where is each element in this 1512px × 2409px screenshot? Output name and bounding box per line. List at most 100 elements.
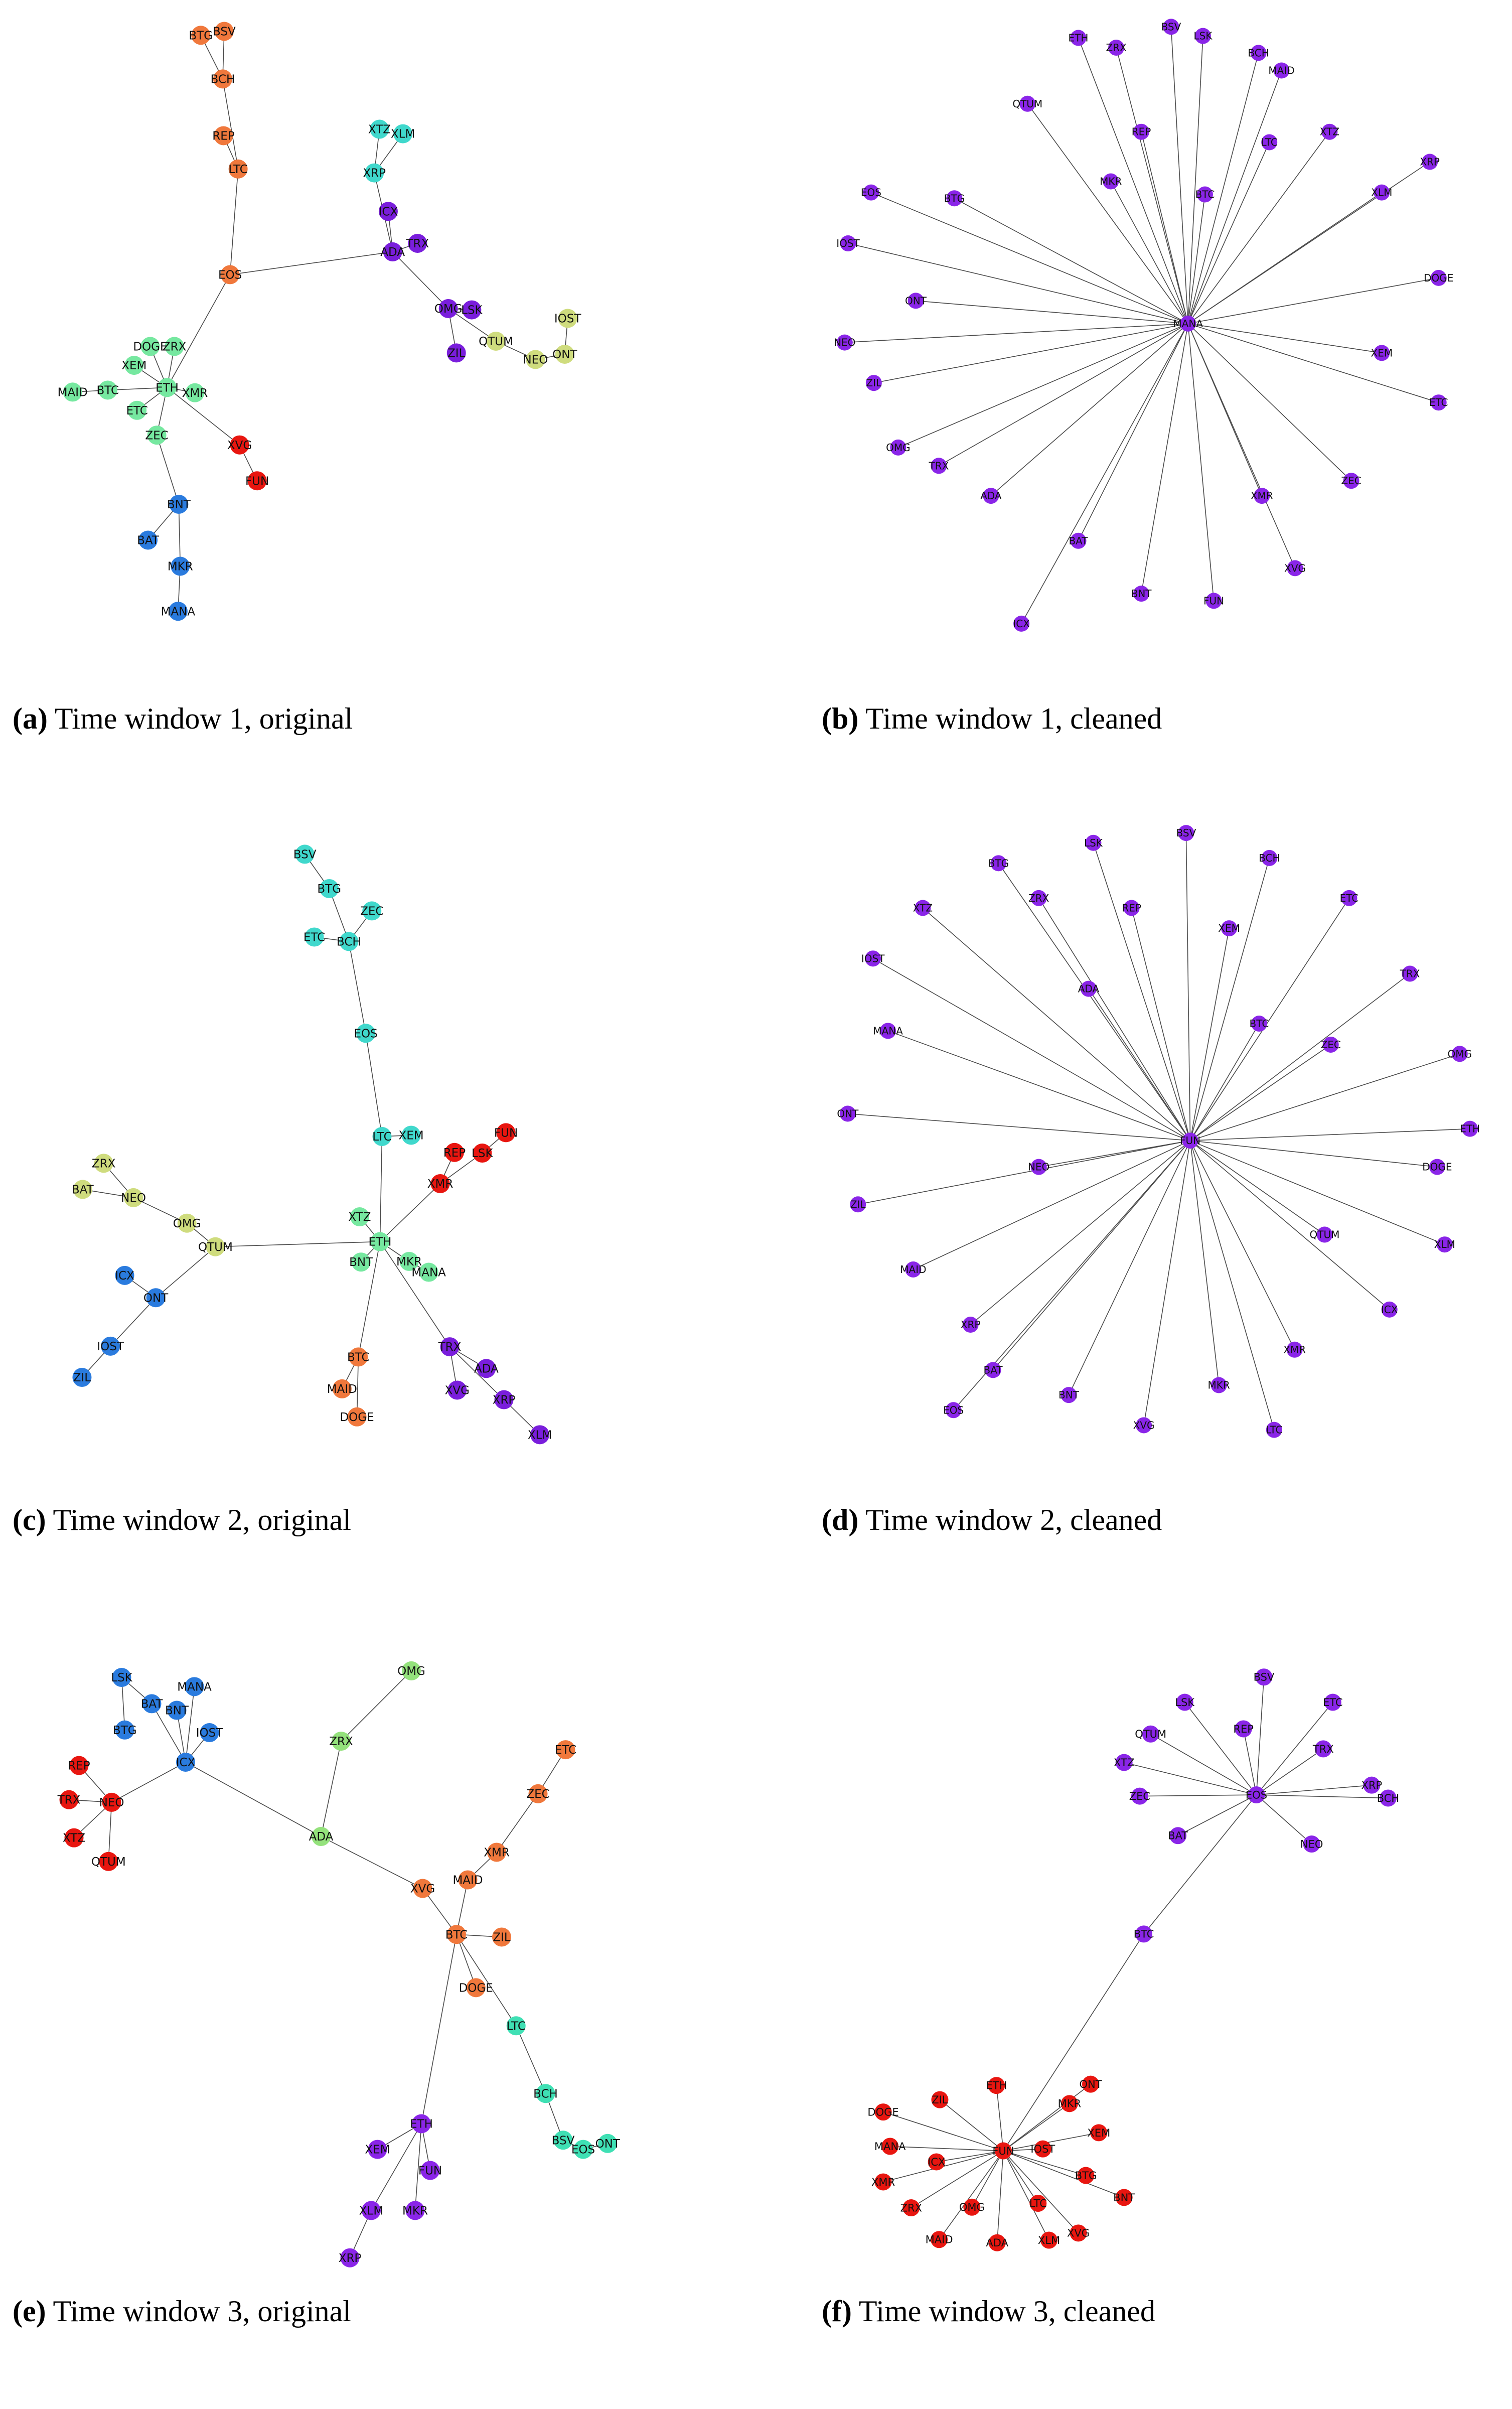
node-b-FUN [1205, 593, 1222, 609]
edge-FUN-REP [1131, 908, 1191, 1141]
edge-MANA-BTG [954, 198, 1188, 324]
node-label-b-LTC: LTC [1261, 136, 1277, 149]
node-label-e-FUN: FUN [418, 2165, 442, 2178]
node-label-f-LSK: LSK [1175, 1696, 1195, 1709]
edge-MANA-BCH [1187, 53, 1259, 324]
node-label-b-REP: REP [1132, 126, 1151, 138]
node-label-f-BCH: BCH [1377, 1792, 1400, 1804]
node-a-XMR [185, 383, 205, 402]
node-f-BAT [1169, 1827, 1187, 1845]
node-a-BTG [191, 26, 211, 45]
edge-FUN-MAID [939, 2151, 1004, 2240]
node-c-BAT [73, 1180, 92, 1199]
node-label-e-XRP: XRP [339, 2252, 362, 2265]
edge-MANA-DOGE [1188, 277, 1439, 324]
node-c-XVG [447, 1380, 467, 1400]
caption-e-text: Time window 3, original [46, 2295, 351, 2328]
node-f-IOST [1034, 2140, 1051, 2158]
node-f-ETH [988, 2077, 1005, 2094]
edge-FUN-XMR [1189, 1140, 1295, 1350]
node-a-ICX [378, 202, 398, 221]
node-label-c-MAID: MAID [327, 1383, 357, 1396]
node-label-d-TRX: TRX [1400, 967, 1420, 979]
node-d-BNT [1061, 1387, 1077, 1403]
node-b-TRX [931, 458, 947, 474]
node-label-c-IOST: IOST [97, 1340, 124, 1353]
node-c-XTZ [350, 1207, 369, 1227]
node-f-DOGE [874, 2103, 892, 2121]
node-label-f-EOS: EOS [1246, 1789, 1267, 1801]
edge-EOS-ADA [230, 251, 393, 275]
node-label-b-BTG: BTG [944, 192, 965, 204]
node-label-b-BSV: BSV [1161, 21, 1181, 33]
node-label-a-QTUM: QTUM [479, 335, 513, 348]
node-label-a-OMG: OMG [434, 303, 463, 316]
node-label-a-BCH: BCH [211, 73, 235, 86]
node-f-ETC [1324, 1693, 1341, 1711]
edge-MANA-ZRX [1116, 47, 1188, 324]
caption-e-label: (e) [13, 2295, 46, 2328]
edge-FUN-ADA [1088, 988, 1191, 1141]
node-d-ONT [839, 1105, 856, 1122]
node-label-c-BTG: BTG [317, 883, 341, 896]
edge-ETH-TRX [379, 1241, 450, 1347]
node-e-ZEC [528, 1784, 548, 1803]
node-label-f-NEO: NEO [1300, 1838, 1323, 1850]
node-e-BSV [553, 2131, 573, 2150]
node-a-ETC [127, 400, 147, 420]
node-a-QTUM [486, 332, 506, 351]
graph-b: MANAQTUMZRXLSKMAIDBTGMKRBTCETHBSVBCHREPL… [834, 19, 1453, 632]
node-label-e-TRX: TRX [57, 1794, 81, 1807]
edge-ETH-MKR [414, 2123, 422, 2211]
node-label-e-ZRX: ZRX [329, 1735, 353, 1748]
node-f-QTUM [1142, 1725, 1159, 1743]
node-label-c-BSV: BSV [293, 848, 317, 861]
edge-ADA-OMG [392, 251, 449, 309]
node-e-ADA [312, 1827, 331, 1847]
node-d-ZIL [850, 1196, 866, 1213]
edge-MANA-ICX [185, 1686, 195, 1763]
node-label-a-LTC: LTC [228, 163, 247, 176]
node-label-e-EOS: EOS [571, 2144, 595, 2157]
node-label-f-DOGE: DOGE [867, 2106, 898, 2118]
node-label-c-BNT: BNT [349, 1256, 373, 1269]
node-label-a-LSK: LSK [461, 304, 483, 317]
node-e-XEM [368, 2140, 387, 2159]
node-b-DOGE [1430, 269, 1447, 286]
node-f-EOS [1248, 1786, 1265, 1804]
node-label-d-REP: REP [1122, 902, 1141, 914]
edge-MANA-ADA [990, 323, 1188, 496]
edge-MANA-XRP [1187, 161, 1430, 324]
node-d-BSV [1178, 825, 1194, 841]
node-f-LSK [1176, 1693, 1193, 1711]
node-f-ZIL [931, 2091, 949, 2108]
node-label-d-MAID: MAID [900, 1263, 926, 1276]
node-e-QTUM [99, 1852, 118, 1871]
edge-FUN-XTZ [922, 907, 1191, 1141]
node-a-XEM [124, 356, 144, 375]
node-f-BSV [1255, 1668, 1273, 1686]
edge-QTUM-ONT [156, 1246, 216, 1298]
node-label-b-QTUM: QTUM [1012, 98, 1042, 110]
edge-FUN-OMG [971, 2151, 1004, 2208]
node-label-b-ICX: ICX [1013, 618, 1030, 630]
node-label-a-XEM: XEM [121, 359, 146, 372]
node-label-c-FUN: FUN [494, 1126, 518, 1140]
node-label-e-REP: REP [68, 1760, 90, 1773]
edge-FUN-XLM [1190, 1140, 1445, 1245]
node-e-ETH [412, 2114, 431, 2134]
node-d-QTUM [1316, 1226, 1333, 1243]
edge-MANA-BTC [1187, 194, 1205, 324]
node-label-d-ZRX: ZRX [1028, 892, 1049, 904]
node-label-a-XRP: XRP [363, 167, 386, 180]
node-label-f-OMG: OMG [959, 2201, 985, 2213]
node-f-ADA [988, 2234, 1006, 2251]
node-label-c-LSK: LSK [472, 1147, 493, 1160]
edge-MANA-ZEC [1187, 323, 1352, 481]
node-label-b-XVG: XVG [1284, 562, 1306, 574]
node-label-a-BAT: BAT [137, 534, 160, 547]
node-label-c-XMR: XMR [427, 1178, 453, 1191]
node-f-XMR [874, 2173, 892, 2191]
